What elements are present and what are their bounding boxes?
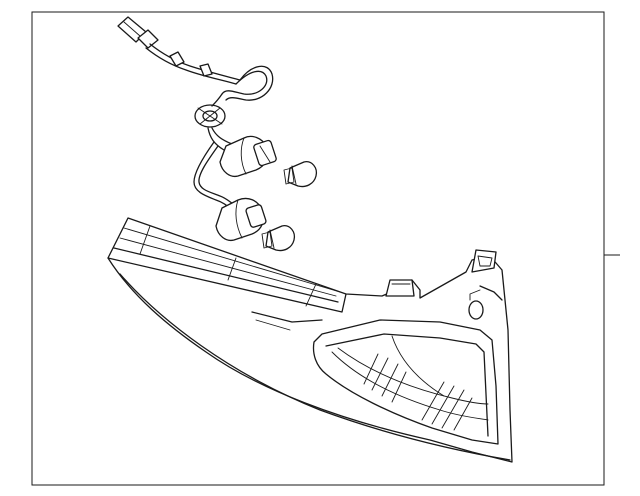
wiring-harness: [117, 16, 274, 211]
tail-lamp-lens: [312, 319, 499, 445]
mounting-tab-center: [385, 279, 415, 297]
mounting-tab-right: [471, 249, 497, 273]
bulb-socket-lower: [215, 197, 267, 242]
diagram-border: [31, 11, 605, 486]
mounting-hole: [468, 300, 484, 320]
bulb-lower: [261, 225, 296, 252]
cable-grommet: [194, 104, 226, 128]
bulb-socket-upper: [219, 135, 277, 178]
connector-plug: [117, 16, 159, 49]
bulb-upper: [283, 161, 318, 188]
